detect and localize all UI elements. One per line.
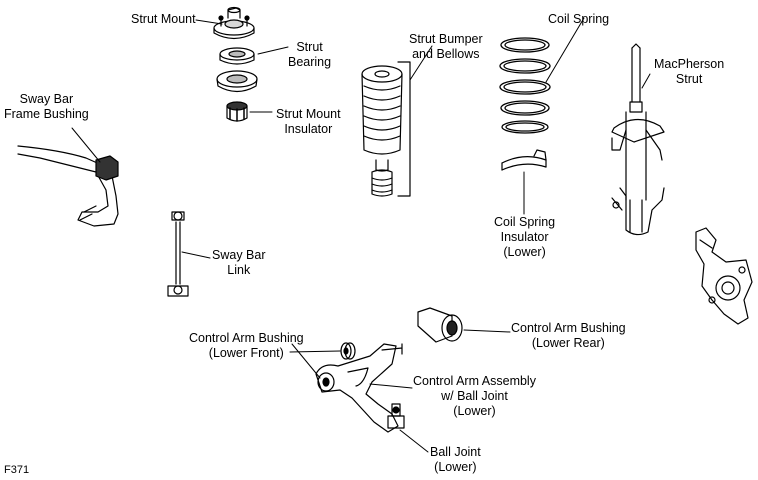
strut-bearing-part	[219, 47, 255, 65]
strut-mount-part	[213, 6, 255, 40]
control-arm-bushing-front-part	[340, 342, 356, 360]
strut-bellows-part	[361, 61, 411, 197]
label-macpherson-strut: MacPherson Strut	[654, 57, 725, 86]
figure-id: F371	[4, 464, 30, 476]
steering-knuckle-part	[695, 227, 753, 325]
label-sway-bar-frame-bushing: Sway Bar Frame Bushing	[4, 92, 89, 121]
leader-lines	[71, 17, 651, 453]
sway-bar-link-part	[167, 211, 189, 297]
strut-mount-insulator-part	[226, 101, 248, 122]
coil-spring-insulator-part	[501, 149, 547, 171]
label-strut-mount: Strut Mount	[131, 12, 196, 26]
label-strut-bearing: Strut Bearing	[288, 40, 332, 69]
label-sway-bar-link: Sway Bar Link	[212, 248, 266, 277]
label-coil-spring: Coil Spring	[548, 12, 610, 26]
ball-joint-part	[387, 403, 405, 429]
label-control-arm-assembly: Control Arm Assembly w/ Ball Joint (Lowe…	[413, 374, 536, 418]
spring-upper-seat-part	[216, 70, 258, 93]
label-coil-spring-insulator: Coil Spring Insulator (Lower)	[494, 215, 556, 259]
label-control-arm-bushing-rear: Control Arm Bushing (Lower Rear)	[511, 321, 626, 350]
coil-spring-part	[499, 37, 551, 134]
control-arm-assembly-part	[315, 343, 403, 433]
label-strut-mount-insulator: Strut Mount Insulator	[276, 107, 341, 136]
macpherson-strut-part	[611, 43, 665, 236]
sway-bar-part	[17, 145, 119, 227]
control-arm-bushing-rear-part	[417, 307, 463, 343]
label-strut-bumper-bellows: Strut Bumper and Bellows	[409, 32, 483, 61]
label-ball-joint: Ball Joint (Lower)	[430, 445, 481, 474]
label-control-arm-bushing-front: Control Arm Bushing (Lower Front)	[189, 331, 304, 360]
